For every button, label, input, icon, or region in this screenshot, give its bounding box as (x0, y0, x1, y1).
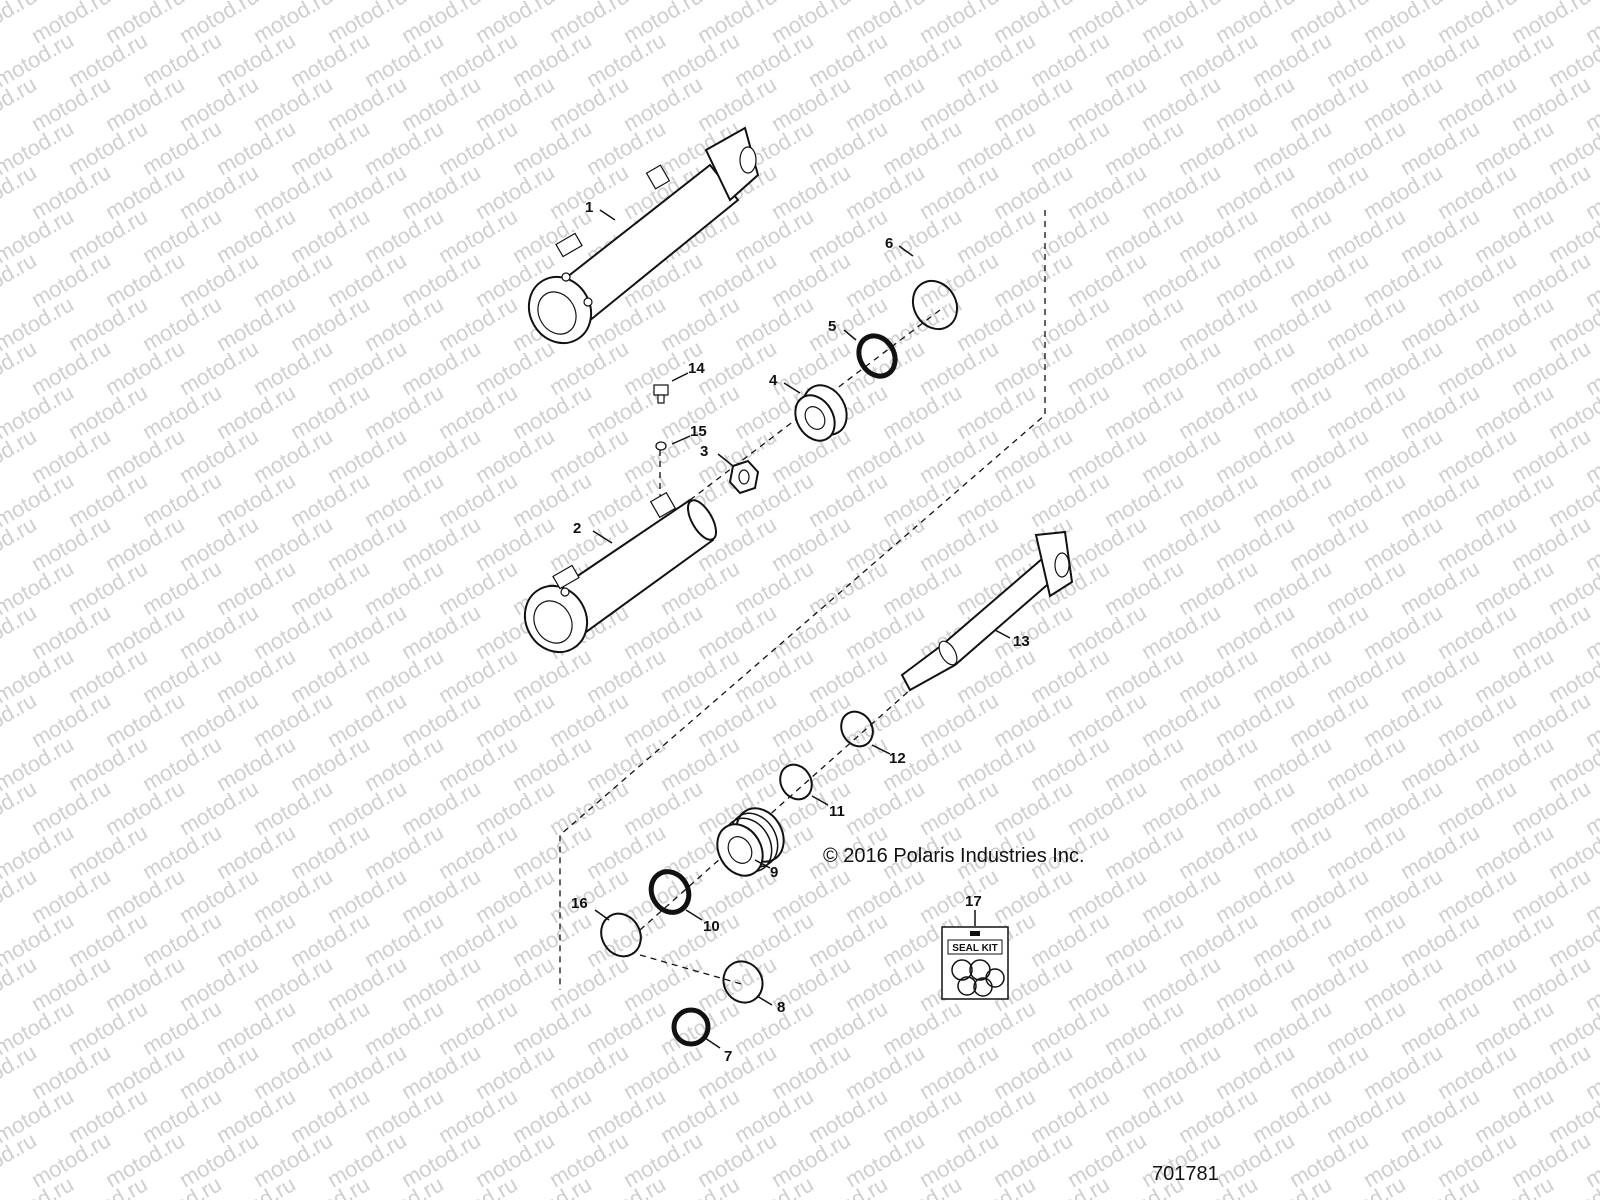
part-16-backup-ring (600, 912, 642, 958)
dashed-frame-line (559, 210, 1046, 990)
upper-port-fitting (645, 164, 671, 190)
bleeder-screw-shank (657, 394, 665, 404)
part-5-oring (856, 333, 898, 379)
rod-clevis-hole (1054, 552, 1070, 578)
ring-parts (600, 279, 959, 1047)
callout-13: 13 (1013, 633, 1030, 650)
copyright-notice: © 2016 Polaris Industries Inc. (823, 845, 1085, 867)
kit-ring-icon (951, 959, 973, 981)
axis-line-lower (639, 689, 911, 931)
kit-ring-icon (973, 977, 993, 997)
callout-5: 5 (828, 318, 836, 335)
callout-4: 4 (769, 372, 778, 389)
part-2-cylinder-barrel (523, 491, 717, 654)
lower-port-fitting (555, 232, 583, 258)
callout-14: 14 (688, 360, 705, 377)
part-12-seal (840, 710, 874, 748)
part-4-piston (794, 384, 848, 442)
callout-3: 3 (700, 443, 708, 460)
part-9-gland (716, 807, 785, 877)
callout-10: 10 (703, 918, 720, 935)
callout-15: 15 (690, 423, 707, 440)
rod-clevis (1034, 530, 1074, 598)
seal-kit-hanger (970, 931, 980, 936)
nut-hole (738, 469, 750, 485)
callout-1: 1 (585, 199, 593, 216)
part-3-nut (728, 459, 760, 495)
callout-16: 16 (571, 895, 588, 912)
body-hole (583, 297, 593, 307)
callout-7: 7 (724, 1048, 732, 1065)
clevis-hole (739, 146, 757, 174)
part-6-backup-ring (911, 279, 959, 331)
piston-bore (804, 406, 826, 430)
part-15-oring (655, 441, 667, 451)
part-10-oring (648, 869, 692, 915)
barrel-hole (560, 587, 570, 597)
callout-17: 17 (965, 893, 982, 910)
part-13-rod (900, 530, 1074, 692)
callout-8: 8 (777, 999, 785, 1016)
rod-shoulder (938, 640, 958, 666)
barrel-open-end (687, 499, 717, 541)
part-8-wiper-ring (722, 960, 764, 1004)
part-14-bleeder-screw (653, 384, 669, 404)
barrel-lower-fitting (552, 564, 580, 590)
callout-labels: 1 2 3 4 5 6 7 8 9 10 11 12 13 14 15 16 1… (571, 199, 1030, 1065)
leader-lines (592, 209, 1011, 1049)
seal-kit-label-box (947, 939, 1003, 955)
part-17-seal-kit: SEAL KIT (941, 926, 1009, 1000)
callout-12: 12 (889, 750, 906, 767)
cylinder-clevis (704, 126, 760, 202)
cylinder-bore (537, 291, 577, 335)
bleeder-screw-head (653, 384, 669, 396)
kit-ring-icon (957, 976, 977, 996)
axis-line-seals (639, 954, 746, 986)
body-hole (561, 272, 571, 282)
part-11-seal (779, 763, 813, 801)
barrel-port-fitting (649, 491, 677, 519)
part-7-oring (671, 1007, 711, 1047)
barrel-bore (533, 600, 573, 644)
callout-6: 6 (885, 235, 893, 252)
seal-kit-label: SEAL KIT (952, 943, 997, 954)
part-1-cylinder-assembly (527, 126, 760, 345)
callout-11: 11 (829, 803, 845, 820)
callout-2: 2 (573, 520, 581, 537)
figure-number: 701781 (1152, 1163, 1219, 1185)
gland-bore (727, 836, 753, 864)
callout-9: 9 (770, 864, 778, 881)
